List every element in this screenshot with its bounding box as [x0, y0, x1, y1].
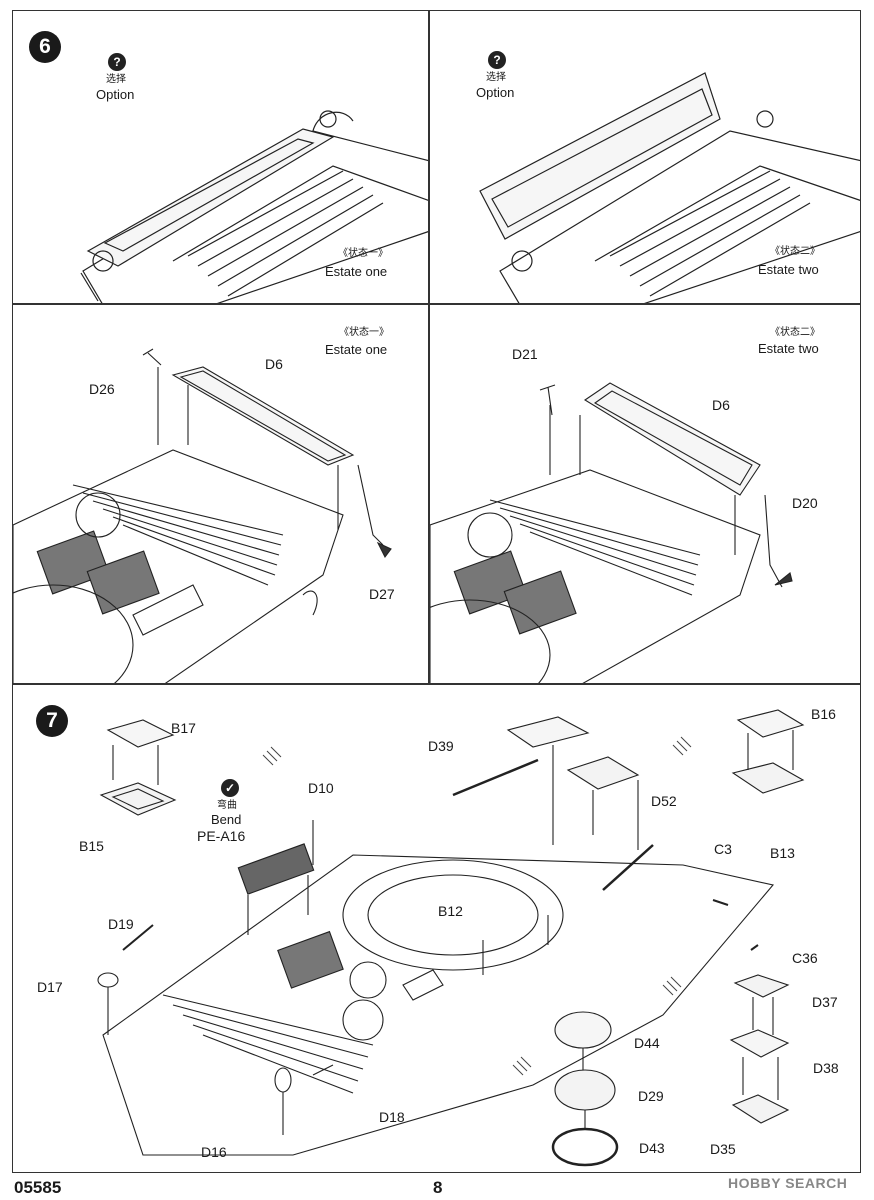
part-label-b15: B15	[79, 838, 104, 854]
part-label-d20: D20	[792, 495, 818, 511]
option-label-cn: 选择	[486, 72, 506, 83]
estate-one-label-cn: 《状态一》	[339, 327, 389, 338]
part-label-d35: D35	[710, 1141, 736, 1157]
hobby-search-watermark: HOBBY SEARCH	[728, 1175, 848, 1191]
hull-assembly-open-illustration	[430, 382, 793, 683]
part-label-d43: D43	[639, 1140, 665, 1156]
estate-two-label-cn: 《状态二》	[770, 327, 820, 338]
estate-one-label-en: Estate one	[325, 264, 388, 279]
hull-step7-illustration	[97, 709, 805, 1167]
part-label-c3: C3	[714, 841, 732, 857]
part-label-d16: D16	[201, 1144, 227, 1160]
step6-panel-assembly-estate-two: 《状态二》 Estate two D21 D6 D20	[429, 304, 861, 684]
part-label-c36: C36	[792, 950, 818, 966]
part-label-d52: D52	[651, 793, 677, 809]
part-label-d27: D27	[369, 586, 395, 602]
hull-open-hatch-illustration	[479, 72, 860, 303]
part-label-b17: B17	[171, 720, 196, 736]
part-label-b12: B12	[438, 903, 463, 919]
estate-two-label-en: Estate two	[758, 341, 819, 356]
estate-two-label-cn: 《状态二》	[770, 246, 820, 257]
part-label-d18: D18	[379, 1109, 405, 1125]
option-label-cn: 选择	[106, 74, 126, 85]
step-number-badge: 7	[36, 705, 68, 737]
part-label-d44: D44	[634, 1035, 660, 1051]
estate-two-label-en: Estate two	[758, 262, 819, 277]
part-label-d6: D6	[712, 397, 730, 413]
estate-one-label-en: Estate one	[325, 342, 388, 357]
page-number: 8	[433, 1178, 443, 1197]
part-label-d38: D38	[813, 1060, 839, 1076]
part-label-d10: D10	[308, 780, 334, 796]
part-label-b16: B16	[811, 706, 836, 722]
hull-closed-hatch-illustration	[80, 110, 428, 303]
step6-panel-estate-one: 6 ? 选择 Option 《状态一》 Estate one	[12, 10, 429, 304]
option-label-en: Option	[476, 85, 515, 100]
part-label-d17: D17	[37, 979, 63, 995]
option-label-en: Option	[96, 87, 135, 102]
part-label-d21: D21	[512, 346, 538, 362]
part-label-d6: D6	[265, 356, 283, 372]
product-code: 05585	[14, 1178, 62, 1197]
part-label-d37: D37	[812, 994, 838, 1010]
part-label-d26: D26	[89, 381, 115, 397]
question-mark-icon: ?	[488, 51, 506, 69]
hull-assembly-illustration	[13, 348, 392, 683]
part-label-d29: D29	[638, 1088, 664, 1104]
part-label-b13: B13	[770, 845, 795, 861]
bend-label-en: Bend	[211, 812, 242, 827]
bend-label-cn: 弯曲	[217, 800, 237, 811]
question-mark-icon: ?	[108, 53, 126, 71]
step-number-badge: 6	[29, 31, 61, 63]
step7-panel: 7 B17 B15 ✓ 弯曲 Bend PE-A16 D10 D39 B16 B…	[12, 684, 861, 1173]
step6-panel-estate-two: ? 选择 Option 《状态二》 Estate two	[429, 10, 861, 304]
part-label-pe-a16: PE-A16	[197, 828, 246, 844]
step6-panel-assembly-estate-one: 《状态一》 Estate one D26 D6 D27	[12, 304, 429, 684]
part-label-d39: D39	[428, 738, 454, 754]
bend-icon: ✓	[221, 779, 239, 797]
part-label-d19: D19	[108, 916, 134, 932]
